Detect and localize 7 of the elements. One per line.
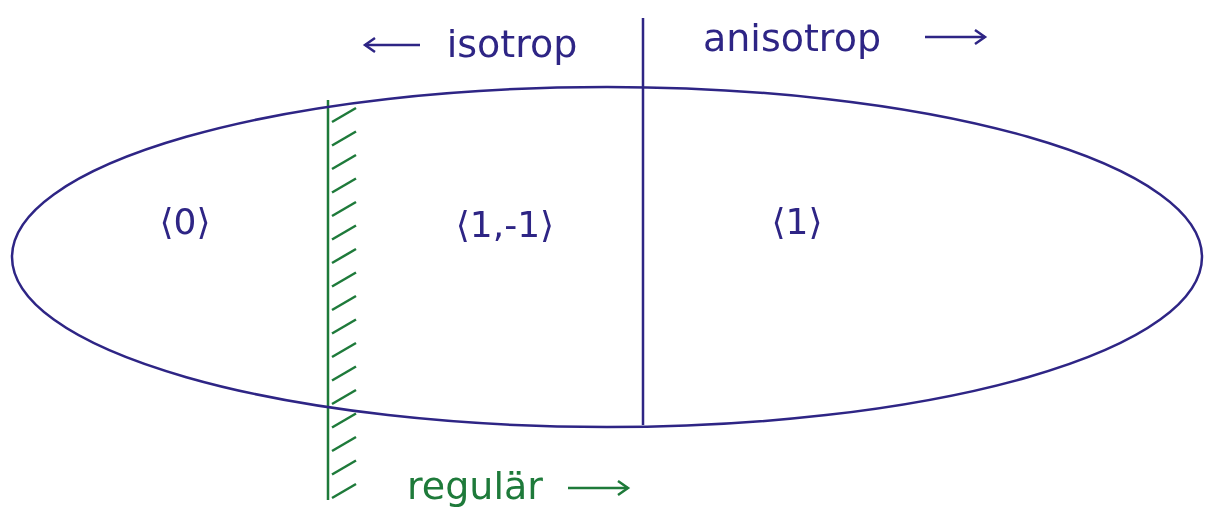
region-label: ⟨1,-1⟩: [455, 207, 555, 243]
direction-label: isotrop: [446, 25, 578, 63]
direction-label: anisotrop: [703, 19, 881, 57]
direction-label: regulär: [407, 467, 543, 505]
region-label: ⟨1⟩: [771, 204, 823, 240]
ellipse-region: [12, 87, 1202, 427]
region-label: ⟨0⟩: [159, 204, 211, 240]
